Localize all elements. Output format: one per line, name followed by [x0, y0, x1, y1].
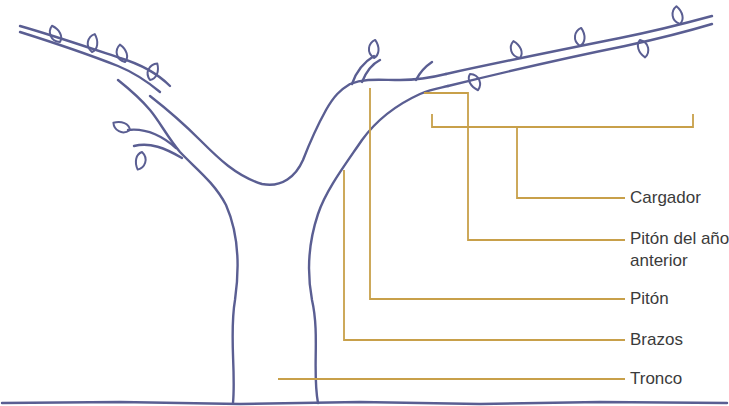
part-label: Brazos — [630, 329, 683, 351]
cane — [448, 24, 712, 86]
vine-drawing — [2, 16, 727, 404]
leaf — [115, 44, 128, 63]
leaf — [367, 39, 380, 58]
cane — [446, 16, 712, 74]
part-label: Cargador — [630, 187, 701, 209]
cane — [20, 32, 160, 92]
leaf — [48, 24, 63, 44]
ground-line — [2, 402, 727, 404]
leaf — [467, 72, 482, 92]
leaf — [111, 118, 132, 136]
leader-line — [344, 170, 625, 340]
leader-line — [278, 378, 625, 380]
trunk-outline — [118, 80, 238, 403]
leaf — [86, 33, 100, 53]
leader-line — [370, 88, 625, 299]
spur — [416, 62, 432, 80]
arm-outline — [150, 74, 446, 185]
leaf — [573, 27, 586, 46]
leaves — [48, 6, 684, 171]
cane — [20, 26, 170, 86]
trunk-outline — [309, 86, 448, 403]
part-label: Pitón del año anterior — [630, 228, 729, 272]
part-label: Tronco — [630, 368, 682, 390]
part-label: Pitón — [630, 288, 669, 310]
leaf — [509, 40, 523, 60]
leaf — [672, 6, 683, 25]
leaf — [144, 61, 162, 82]
leaf — [637, 39, 650, 58]
leaf — [133, 151, 148, 171]
spur — [362, 60, 380, 82]
bracket-leader — [432, 114, 693, 198]
leader-line — [424, 93, 625, 240]
